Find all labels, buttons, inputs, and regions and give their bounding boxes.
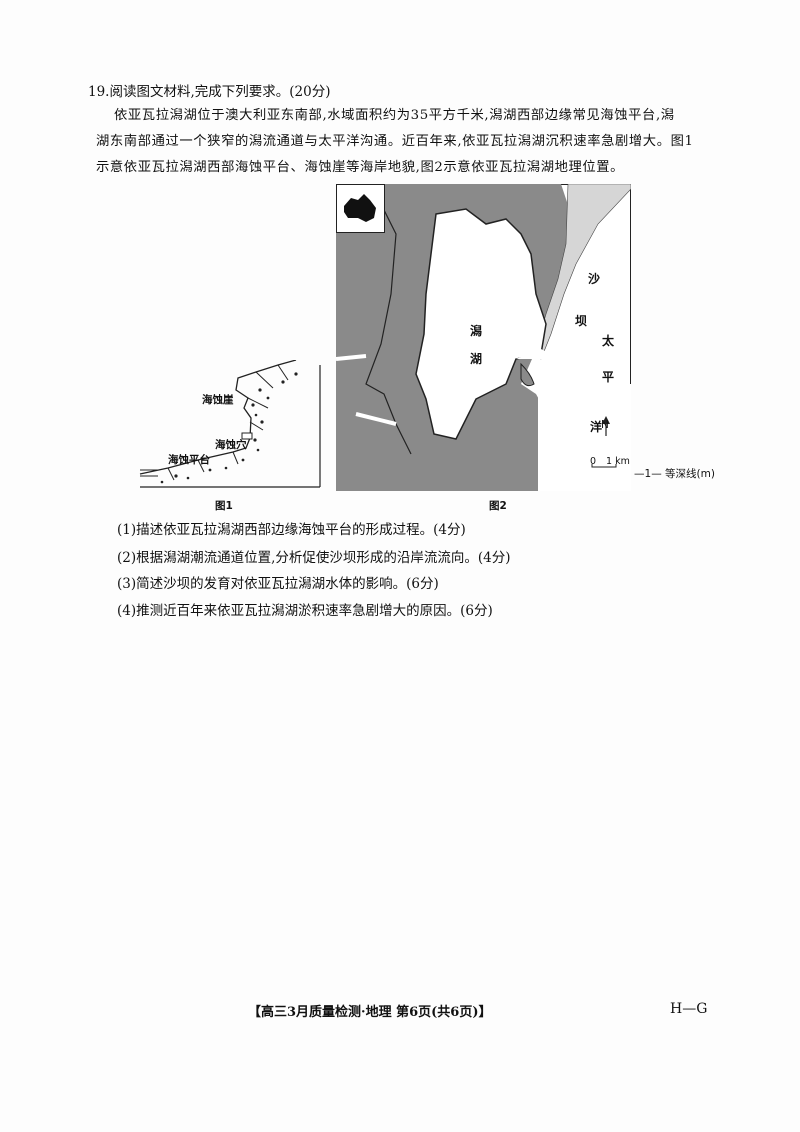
- north-arrow-label: N: [601, 419, 609, 431]
- figure1-caption: 图1: [215, 500, 233, 512]
- label-lagoon-2: 湖: [470, 352, 483, 366]
- label-lagoon-1: 潟: [470, 324, 483, 338]
- paragraph-line-2: 湖东南部通过一个狭窄的潟流通道与太平洋沟通。近百年来,依亚瓦拉潟湖沉积速率急剧增…: [96, 134, 694, 149]
- label-sea-cave: 海蚀穴: [215, 439, 247, 451]
- label-sandbar-1: 沙: [588, 272, 601, 286]
- figure1-coastal-profile: [139, 360, 321, 488]
- scale-one-km: 1 km: [606, 456, 630, 467]
- scale-zero: 0: [590, 456, 597, 467]
- figure2-lagoon-map: [336, 184, 631, 491]
- label-sea-cliff: 海蚀崖: [202, 394, 234, 406]
- paragraph-line-3: 示意依亚瓦拉潟湖西部海蚀平台、海蚀崖等海岸地貌,图2示意依亚瓦拉潟湖地理位置。: [96, 160, 625, 175]
- label-ocean-2: 平: [602, 370, 615, 384]
- isobath-legend-value: 1: [644, 468, 652, 480]
- label-wave-cut-platform: 海蚀平台: [168, 454, 210, 466]
- subquestion-3: (3)简述沙坝的发育对依亚瓦拉潟湖水体的影响。(6分): [117, 576, 439, 592]
- subquestion-4: (4)推测近百年来依亚瓦拉潟湖淤积速率急剧增大的原因。(6分): [117, 603, 493, 619]
- question-title: 19.阅读图文材料,完成下列要求。(20分): [88, 84, 331, 100]
- subquestion-1: (1)描述依亚瓦拉潟湖西部边缘海蚀平台的形成过程。(4分): [117, 522, 466, 538]
- isobath-legend-label: 等深线(m): [665, 468, 715, 480]
- footer-code: H—G: [670, 1001, 708, 1017]
- label-sandbar-2: 坝: [575, 314, 588, 328]
- figure2-caption: 图2: [489, 500, 507, 512]
- isobath-legend: —1— 等深线(m): [634, 468, 715, 480]
- label-ocean-3: 洋: [590, 420, 603, 434]
- subquestion-2: (2)根据潟湖潮流通道位置,分析促使沙坝形成的沿岸流流向。(4分): [117, 550, 511, 566]
- label-ocean-1: 太: [602, 334, 615, 348]
- paragraph-line-1: 依亚瓦拉潟湖位于澳大利亚东南部,水域面积约为35平方千米,潟湖西部边缘常见海蚀平…: [114, 108, 675, 123]
- footer-page-info: 【高三3月质量检测·地理 第6页(共6页)】: [248, 1005, 492, 1020]
